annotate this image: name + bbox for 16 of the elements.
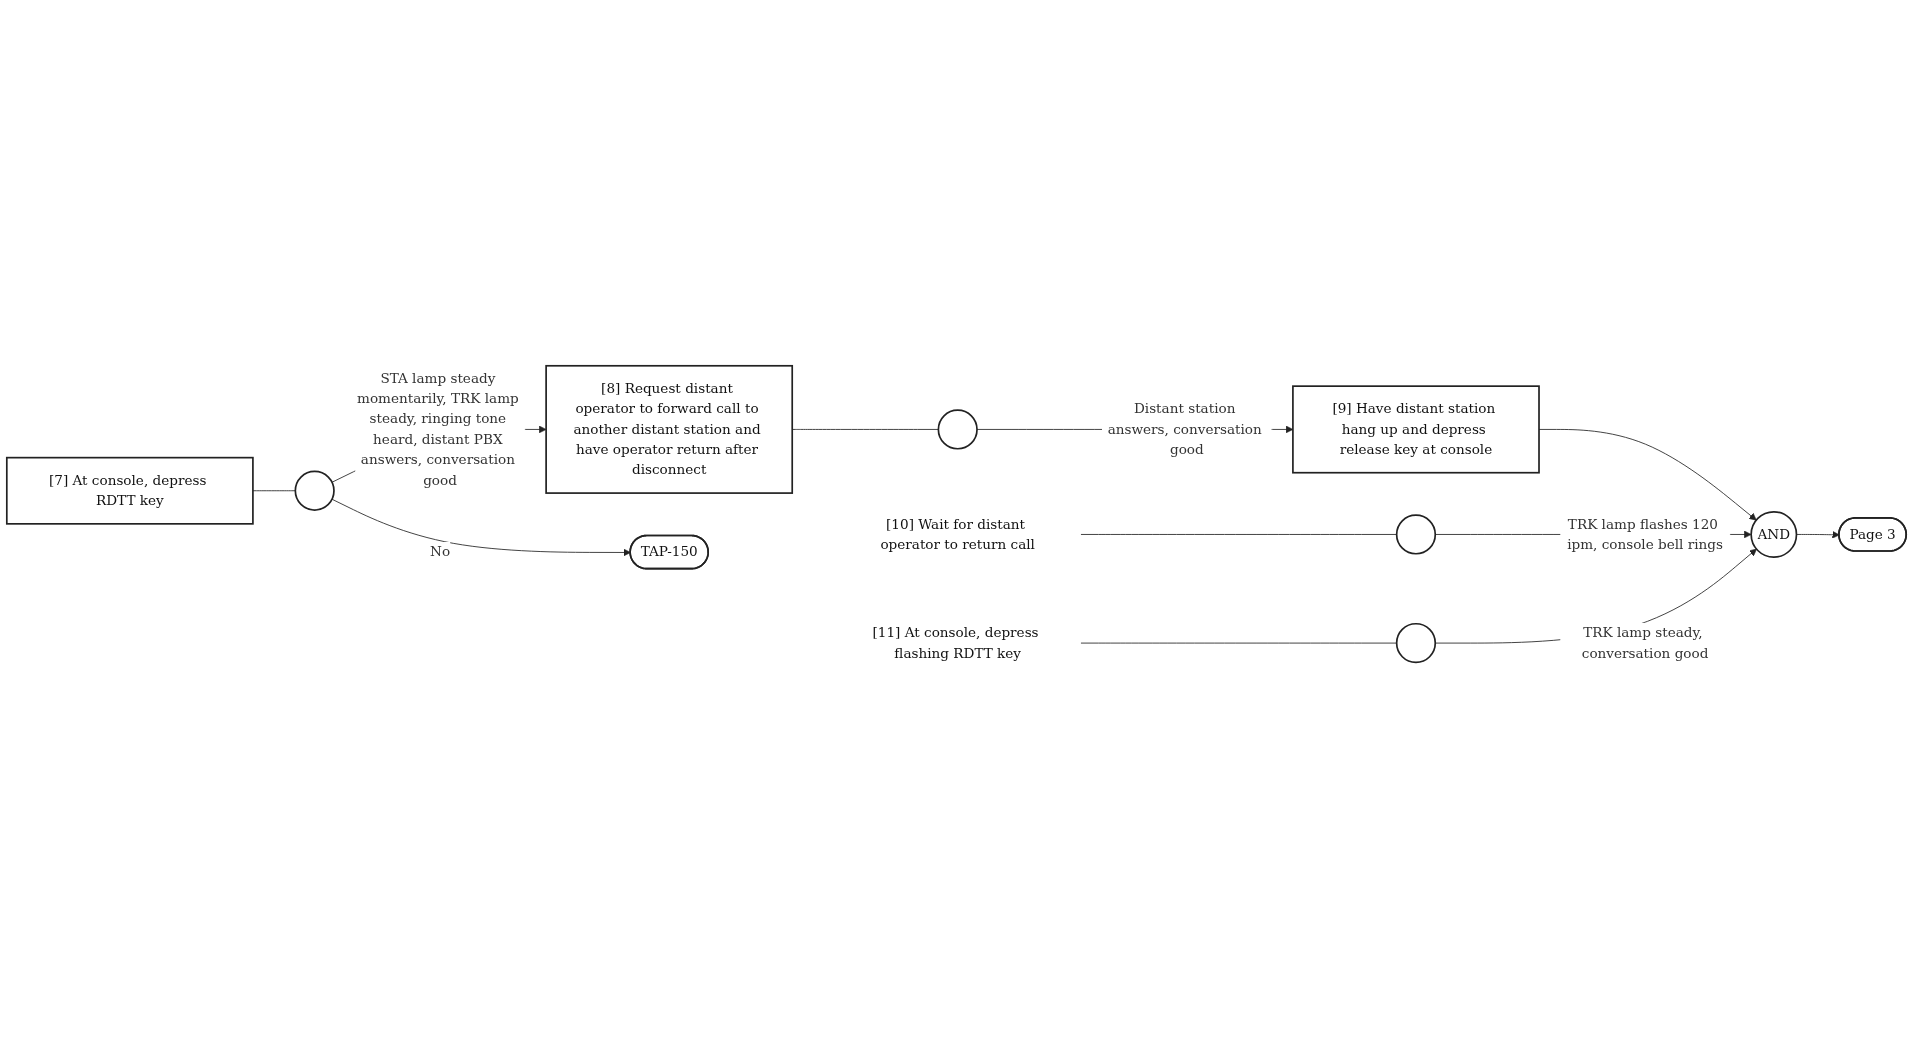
node-box: [9] Have distant station hang up and depress release key at console — [1292, 384, 1540, 474]
node-text: [11] At console, depress flashing RDTT key — [872, 623, 1039, 661]
edge-label: STA lamp steady momentarily, TRK lamp steady, ringing tone heard, distant PBX answers, conversation good — [357, 369, 519, 488]
edge-label: TRK lamp flashes 120 ipm, console bell rings — [1567, 515, 1724, 552]
node-circle — [937, 408, 978, 450]
connector — [252, 489, 296, 491]
edge-label: Distant station answers, conversation good — [1107, 400, 1262, 457]
node-text: [10] Wait for distant operator to return call — [880, 515, 1035, 552]
node-box: [8] Request distant operator to forward call to another distant station and have operator return after disconnect — [545, 364, 794, 494]
node-circle — [1395, 622, 1437, 663]
node-circle — [1395, 513, 1437, 555]
node-circle: AND — [1750, 510, 1798, 558]
edge-label: No — [430, 543, 451, 560]
node-box: [7] At console, depress RDTT key — [5, 456, 254, 525]
edge-label: TRK lamp steady, conversation good — [1581, 623, 1709, 661]
node-circle — [294, 470, 335, 511]
